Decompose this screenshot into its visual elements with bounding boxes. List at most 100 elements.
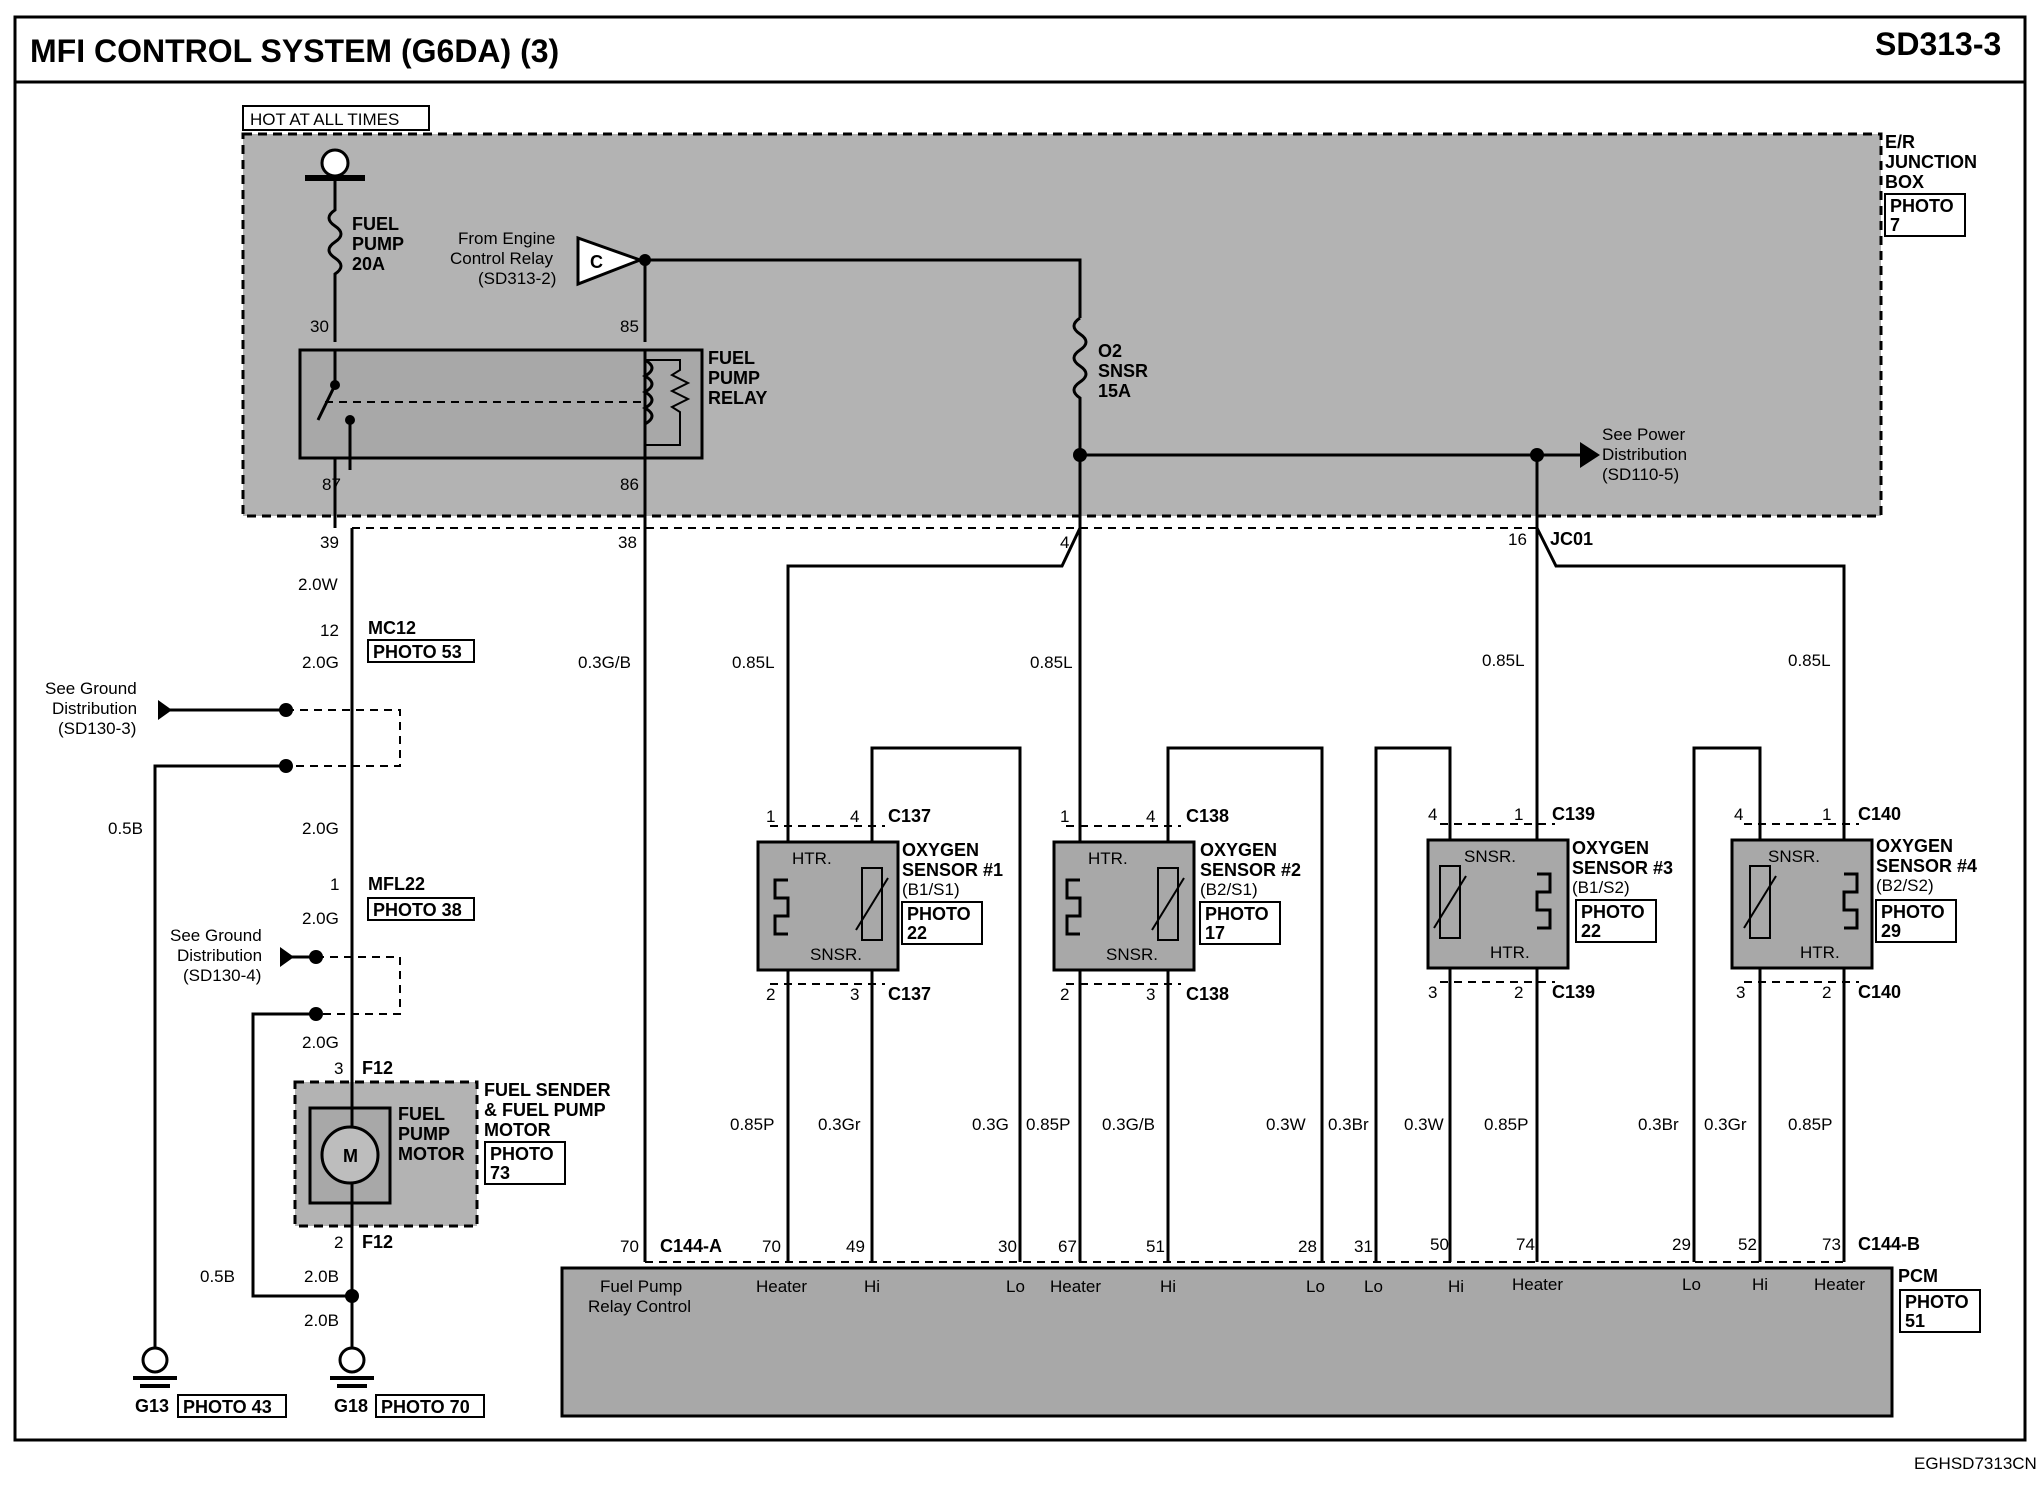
svg-text:29: 29	[1881, 921, 1901, 941]
svg-text:PUMP: PUMP	[352, 234, 404, 254]
engine-relay-label: From Engine Control Relay (SD313-2)	[450, 229, 556, 288]
svg-text:50: 50	[1430, 1235, 1449, 1254]
svg-text:C140: C140	[1858, 982, 1901, 1002]
svg-text:C140: C140	[1858, 804, 1901, 824]
pcm-photo-2: 51	[1905, 1311, 1925, 1331]
mfl22-photo: PHOTO 38	[373, 900, 462, 920]
jb-pin-38: 38	[618, 533, 637, 552]
svg-text:OXYGEN: OXYGEN	[902, 840, 979, 860]
svg-text:0.3Gr: 0.3Gr	[1704, 1115, 1747, 1134]
svg-text:OXYGEN: OXYGEN	[1200, 840, 1277, 860]
svg-text:(SD313-2): (SD313-2)	[478, 269, 556, 288]
svg-text:2: 2	[1822, 983, 1831, 1002]
svg-text:4: 4	[1146, 807, 1155, 826]
wire-label: 0.5B	[200, 1267, 235, 1286]
pcm-conn-a: C144-A	[660, 1236, 722, 1256]
relay-pin-86: 86	[620, 475, 639, 494]
mc12-connector: MC12	[368, 618, 416, 638]
pcm-conn-b: C144-B	[1858, 1234, 1920, 1254]
svg-text:SNSR.: SNSR.	[1768, 847, 1820, 866]
svg-text:22: 22	[1581, 921, 1601, 941]
svg-text:0.3W: 0.3W	[1266, 1115, 1306, 1134]
svg-text:FUEL SENDER: FUEL SENDER	[484, 1080, 611, 1100]
page-code: SD313-3	[1875, 26, 2001, 62]
svg-text:0.85P: 0.85P	[1026, 1115, 1070, 1134]
ground-g18: G18	[334, 1396, 368, 1416]
ground-dist-top-label: See Ground Distribution (SD130-3)	[45, 679, 137, 738]
svg-text:0.85P: 0.85P	[730, 1115, 774, 1134]
svg-text:SNSR.: SNSR.	[810, 945, 862, 964]
junction-box-name: E/R JUNCTION BOX PHOTO 7	[1884, 132, 1977, 237]
svg-text:C139: C139	[1552, 804, 1595, 824]
svg-text:67: 67	[1058, 1237, 1077, 1256]
fuel-pump-relay-label: FUEL PUMP RELAY	[708, 348, 767, 408]
svg-text:2: 2	[1060, 985, 1069, 1004]
fuel-pump-relay	[298, 348, 704, 460]
svg-text:Relay Control: Relay Control	[588, 1297, 691, 1316]
relay-switch-icon	[316, 350, 691, 470]
jb-connector-jc01: JC01	[1550, 529, 1593, 549]
svg-text:15A: 15A	[1098, 381, 1131, 401]
svg-text:3: 3	[1428, 983, 1437, 1002]
svg-text:& FUEL PUMP: & FUEL PUMP	[484, 1100, 606, 1120]
svg-text:(B1/S2): (B1/S2)	[1572, 878, 1630, 897]
svg-text:C138: C138	[1186, 806, 1229, 826]
svg-text:1: 1	[766, 807, 775, 826]
wire-label: 2.0B	[304, 1267, 339, 1286]
svg-text:MOTOR: MOTOR	[484, 1120, 551, 1140]
relay-pin-30: 30	[310, 317, 329, 336]
wire-label: 0.3G/B	[578, 653, 631, 672]
svg-text:HTR.: HTR.	[1088, 849, 1128, 868]
oxygen-sensor-4: SNSR. HTR. 4 1 C140 3 2 C140 OXYGEN SENS…	[1692, 746, 1977, 1262]
svg-text:HTR.: HTR.	[1800, 943, 1840, 962]
oxygen-sensor-2: HTR. SNSR. 1 4 C138 2 3 C138 OXYGEN SENS…	[1052, 746, 1324, 1262]
svg-text:73: 73	[1822, 1235, 1841, 1254]
fuel-pump-fuse-icon	[327, 178, 343, 342]
pcm-terminal-labels: Fuel Pump Relay Control Heater Hi Lo Hea…	[588, 1275, 1865, 1316]
hot-label: HOT AT ALL TIMES	[250, 110, 399, 129]
svg-text:HTR.: HTR.	[792, 849, 832, 868]
svg-text:OXYGEN: OXYGEN	[1572, 838, 1649, 858]
svg-text:Heater: Heater	[1814, 1275, 1865, 1294]
svg-text:Lo: Lo	[1364, 1277, 1383, 1296]
svg-text:3: 3	[850, 985, 859, 1004]
svg-text:Heater: Heater	[756, 1277, 807, 1296]
svg-text:52: 52	[1738, 1235, 1757, 1254]
svg-text:Distribution: Distribution	[177, 946, 262, 965]
svg-text:30: 30	[998, 1237, 1017, 1256]
svg-text:C138: C138	[1186, 984, 1229, 1004]
pump-inner-label: FUEL PUMP MOTOR	[398, 1104, 465, 1164]
svg-text:Heater: Heater	[1512, 1275, 1563, 1294]
svg-text:O2: O2	[1098, 341, 1122, 361]
ground-g13-photo: PHOTO 43	[183, 1397, 272, 1417]
svg-text:Heater: Heater	[1050, 1277, 1101, 1296]
f12-top-connector: F12	[362, 1058, 393, 1078]
svg-text:(B2/S1): (B2/S1)	[1200, 880, 1258, 899]
oxygen-sensor-1: HTR. SNSR. 1 4 C137 2 3 C137 OXYGEN SENS…	[756, 746, 1022, 1262]
svg-text:4: 4	[1734, 805, 1743, 824]
wire-label: 0.85L	[1788, 651, 1831, 670]
svg-text:Hi: Hi	[1160, 1277, 1176, 1296]
svg-text:SNSR.: SNSR.	[1106, 945, 1158, 964]
sensor-4-wire-labels: 0.3Br 0.3Gr 0.85P	[1638, 1115, 1832, 1134]
svg-text:C139: C139	[1552, 982, 1595, 1002]
svg-text:FUEL: FUEL	[398, 1104, 445, 1124]
svg-text:SENSOR #1: SENSOR #1	[902, 860, 1003, 880]
pump-photo-2: 73	[490, 1163, 510, 1183]
svg-text:70: 70	[762, 1237, 781, 1256]
svg-text:51: 51	[1146, 1237, 1165, 1256]
jb-pin-39: 39	[320, 533, 339, 552]
svg-text:PHOTO: PHOTO	[1890, 196, 1954, 216]
svg-text:PUMP: PUMP	[398, 1124, 450, 1144]
svg-text:31: 31	[1354, 1237, 1373, 1256]
pump-photo-1: PHOTO	[490, 1144, 554, 1164]
relay-pin-85: 85	[620, 317, 639, 336]
svg-text:FUEL: FUEL	[352, 214, 399, 234]
svg-text:3: 3	[1146, 985, 1155, 1004]
svg-text:22: 22	[907, 923, 927, 943]
mc12-pin: 12	[320, 621, 339, 640]
ground-dist-bottom-label: See Ground Distribution (SD130-4)	[170, 926, 262, 985]
svg-text:(SD110-5): (SD110-5)	[1602, 465, 1679, 484]
wire-label: 0.85L	[1482, 651, 1525, 670]
connector-c-letter: C	[590, 252, 603, 272]
